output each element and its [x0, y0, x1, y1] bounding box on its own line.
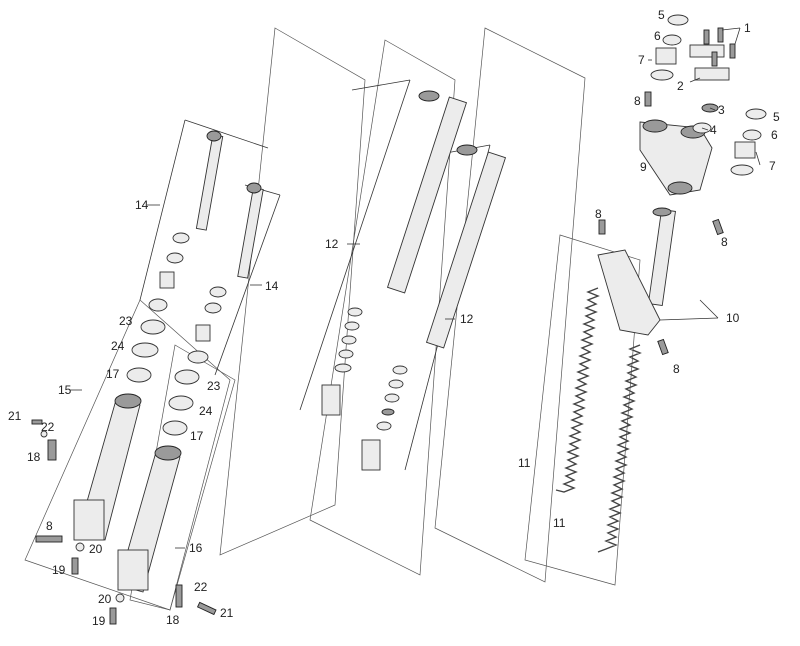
- label-part-24-left: 24: [111, 339, 125, 353]
- seal-stack-right: [162, 286, 227, 436]
- label-part-8-e: 8: [46, 519, 53, 533]
- lower-leg-left: [73, 393, 142, 541]
- fork-spring-left: [555, 287, 600, 493]
- label-part-5-top: 5: [658, 8, 665, 22]
- label-part-21-left: 21: [8, 409, 22, 423]
- label-part-22-right: 22: [194, 580, 208, 594]
- cap-parts: [598, 14, 767, 356]
- label-part-8-d: 8: [673, 362, 680, 376]
- seal-stack-left: [126, 232, 190, 383]
- stanchion-tube-left: [386, 90, 468, 294]
- small-hardware: [31, 419, 217, 625]
- label-part-16: 16: [189, 541, 203, 555]
- leader-lines: [70, 27, 761, 549]
- label-part-7-side: 7: [769, 159, 776, 173]
- label-part-2: 2: [677, 79, 684, 93]
- label-part-17-right: 17: [190, 429, 204, 443]
- label-part-22-left: 22: [41, 420, 55, 434]
- damper-rod-right: [237, 182, 264, 279]
- label-part-12-left: 12: [325, 237, 339, 251]
- label-part-4: 4: [710, 123, 717, 137]
- steering-stem: [597, 207, 676, 336]
- label-part-23-left: 23: [119, 314, 133, 328]
- label-part-19-right: 19: [92, 614, 106, 628]
- label-part-17-left: 17: [106, 367, 120, 381]
- ring-stack-center: [321, 307, 408, 471]
- label-part-14-left: 14: [135, 198, 149, 212]
- label-part-18-right: 18: [166, 613, 180, 627]
- label-part-8-c: 8: [721, 235, 728, 249]
- label-part-20-left: 20: [89, 542, 103, 556]
- label-part-10: 10: [726, 311, 740, 325]
- label-part-9: 9: [640, 160, 647, 174]
- label-part-6-top: 6: [654, 29, 661, 43]
- plane-left: [219, 27, 366, 556]
- label-part-11-left: 11: [518, 456, 531, 470]
- damper-rod-left: [195, 130, 224, 231]
- label-part-19-left: 19: [52, 563, 66, 577]
- label-part-12-right: 12: [460, 312, 474, 326]
- plane-right: [434, 27, 586, 583]
- label-part-7-top: 7: [638, 53, 645, 67]
- label-part-18-left: 18: [27, 450, 41, 464]
- label-part-14-right: 14: [265, 279, 279, 293]
- lower-leg-right: [117, 445, 182, 593]
- label-part-8-b: 8: [595, 207, 602, 221]
- label-part-15: 15: [58, 383, 72, 397]
- label-part-20-right: 20: [98, 592, 112, 606]
- label-part-23-right: 23: [207, 379, 221, 393]
- plane-center: [309, 39, 456, 576]
- part-labels: 1 2 3 4 5 5 6 6 7 7 8 8 8 8 8 9 10 11 11…: [8, 8, 780, 628]
- label-part-11-right: 11: [553, 516, 566, 530]
- label-part-24-right: 24: [199, 404, 213, 418]
- top-yoke: [639, 119, 713, 196]
- label-part-3: 3: [718, 103, 725, 117]
- label-part-6-side: 6: [771, 128, 778, 142]
- fork-spring-right: [597, 344, 642, 553]
- label-part-21-right: 21: [220, 606, 234, 620]
- label-part-5-side: 5: [773, 110, 780, 124]
- plane-spring: [524, 234, 641, 586]
- label-part-8-a: 8: [634, 94, 641, 108]
- handlebar-clamps: [689, 27, 736, 81]
- stanchion-tube-right: [425, 144, 507, 349]
- label-part-1: 1: [744, 21, 751, 35]
